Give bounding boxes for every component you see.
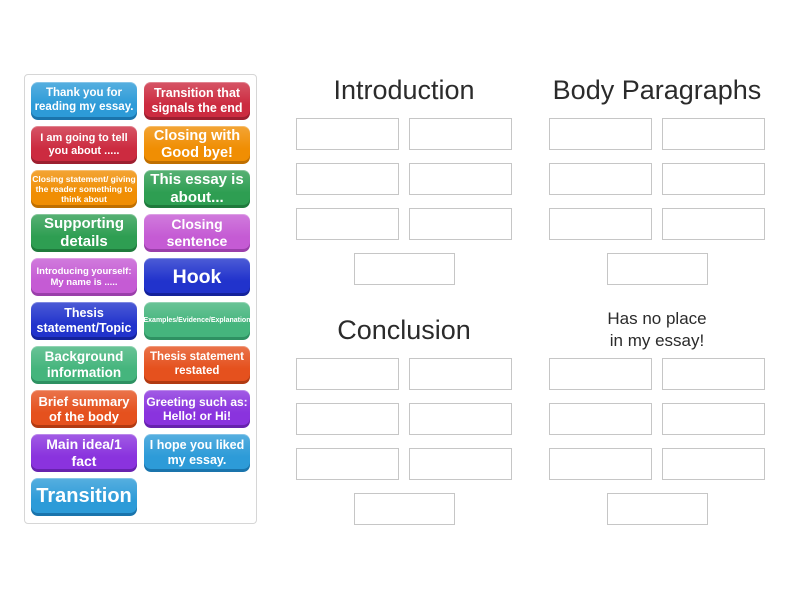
drop-slot[interactable] xyxy=(662,358,765,390)
word-tile-panel: Thank you for reading my essay. Transiti… xyxy=(24,74,257,524)
word-tile-this-essay-is-about[interactable]: This essay is about... xyxy=(144,170,250,208)
drop-slot[interactable] xyxy=(549,358,652,390)
word-tile-transition[interactable]: Transition xyxy=(31,478,137,516)
slot-grid-has-no-place xyxy=(549,358,765,480)
word-tile-thank-you-for-reading[interactable]: Thank you for reading my essay. xyxy=(31,82,137,120)
word-tile-greeting-hello-hi[interactable]: Greeting such as: Hello! or Hi! xyxy=(144,390,250,428)
word-tile-closing-statement[interactable]: Closing statement/ giving the reader som… xyxy=(31,170,137,208)
word-tile-transition-signals-end[interactable]: Transition that signals the end xyxy=(144,82,250,120)
drop-slot[interactable] xyxy=(409,118,512,150)
drop-slot[interactable] xyxy=(296,163,399,195)
word-tile-closing-with-goodbye[interactable]: Closing with Good bye! xyxy=(144,126,250,164)
slot-bottom-row-body-paragraphs xyxy=(549,253,765,285)
slot-grid-conclusion xyxy=(296,358,512,480)
group-title-conclusion: Conclusion xyxy=(337,314,471,345)
word-tile-brief-summary-of-body[interactable]: Brief summary of the body xyxy=(31,390,137,428)
drop-slot[interactable] xyxy=(409,403,512,435)
drop-slot[interactable] xyxy=(606,493,708,525)
drop-slot[interactable] xyxy=(662,118,765,150)
group-title-has-no-place: Has no place in my essay! xyxy=(607,308,707,350)
slot-bottom-row-introduction xyxy=(296,253,512,285)
slot-bottom-row-conclusion xyxy=(296,493,512,525)
group-body-paragraphs: Body Paragraphs xyxy=(549,66,765,285)
group-conclusion: Conclusion xyxy=(296,306,512,525)
word-tile-hook[interactable]: Hook xyxy=(144,258,250,296)
slot-grid-body-paragraphs xyxy=(549,118,765,240)
word-tile-thesis-statement-topic[interactable]: Thesis statement/Topic xyxy=(31,302,137,340)
drop-slot[interactable] xyxy=(353,493,455,525)
word-tile-i-am-going-to-tell[interactable]: I am going to tell you about ..... xyxy=(31,126,137,164)
drop-slot[interactable] xyxy=(549,118,652,150)
drop-slot[interactable] xyxy=(549,403,652,435)
drop-slot[interactable] xyxy=(606,253,708,285)
drop-slot[interactable] xyxy=(549,208,652,240)
word-tile-i-hope-you-liked[interactable]: I hope you liked my essay. xyxy=(144,434,250,472)
drop-slot[interactable] xyxy=(549,163,652,195)
word-tile-thesis-statement-restated[interactable]: Thesis statement restated xyxy=(144,346,250,384)
word-tile-closing-sentence[interactable]: Closing sentence xyxy=(144,214,250,252)
drop-slot[interactable] xyxy=(409,448,512,480)
word-tile-background-information[interactable]: Background information xyxy=(31,346,137,384)
drop-slot[interactable] xyxy=(353,253,455,285)
drop-slot[interactable] xyxy=(296,358,399,390)
drop-slot[interactable] xyxy=(409,358,512,390)
drop-slot[interactable] xyxy=(409,208,512,240)
group-has-no-place: Has no place in my essay! xyxy=(549,306,765,525)
word-tile-examples-evidence-explanation[interactable]: Examples/Evidence/Explanation xyxy=(144,302,250,340)
drop-slot[interactable] xyxy=(296,403,399,435)
word-tile-introducing-yourself[interactable]: Introducing yourself: My name is ..... xyxy=(31,258,137,296)
drop-slot[interactable] xyxy=(296,208,399,240)
word-tile-supporting-details[interactable]: Supporting details xyxy=(31,214,137,252)
drop-slot[interactable] xyxy=(296,118,399,150)
word-tile-grid: Thank you for reading my essay. Transiti… xyxy=(31,82,250,516)
drop-slot[interactable] xyxy=(662,448,765,480)
drop-slot[interactable] xyxy=(662,208,765,240)
word-tile-main-idea-1-fact[interactable]: Main idea/1 fact xyxy=(31,434,137,472)
group-title-introduction: Introduction xyxy=(333,74,475,105)
group-title-body-paragraphs: Body Paragraphs xyxy=(552,74,762,105)
drop-slot[interactable] xyxy=(296,448,399,480)
drop-slot[interactable] xyxy=(549,448,652,480)
drop-slot[interactable] xyxy=(662,163,765,195)
slot-bottom-row-has-no-place xyxy=(549,493,765,525)
drop-slot[interactable] xyxy=(662,403,765,435)
group-introduction: Introduction xyxy=(296,66,512,285)
slot-grid-introduction xyxy=(296,118,512,240)
drop-slot[interactable] xyxy=(409,163,512,195)
